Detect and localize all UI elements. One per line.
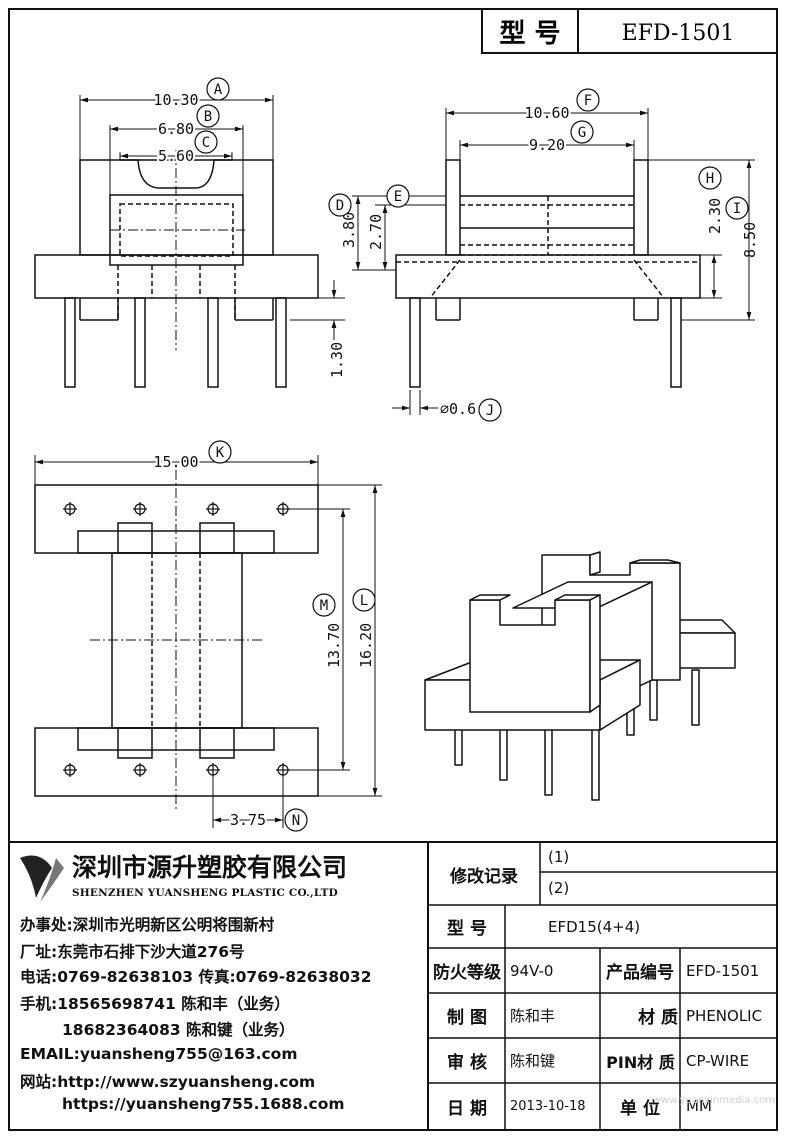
pin-hole-4	[276, 502, 290, 516]
unit-value: MM	[686, 1097, 712, 1115]
material-value: PHENOLIC	[686, 1006, 763, 1025]
balloon-G-label: G	[578, 125, 586, 141]
top-view-dimensions	[34, 455, 382, 828]
checked-by-value: 陈和键	[510, 1052, 556, 1070]
balloon-L-label: L	[360, 593, 368, 609]
balloon-D-label: D	[336, 198, 344, 214]
isometric-view	[424, 551, 736, 801]
watermark: www.yuanxinmedia.com	[652, 1094, 775, 1106]
phone-fax: 电话:0769-82638103 传真:0769-82638032	[20, 968, 372, 986]
dim-N-value: 3.75	[230, 811, 266, 829]
website-2: https://yuansheng755.1688.com	[62, 1095, 345, 1113]
balloon-I-label: I	[733, 201, 741, 217]
dim-H-value: 2.30	[706, 198, 724, 234]
title-block-grid	[9, 841, 777, 1130]
dim-F-value: 10.60	[524, 104, 569, 122]
balloon-M: M	[312, 593, 336, 617]
pin-hole-2	[133, 502, 147, 516]
top-view	[34, 470, 319, 810]
dim-A-value: 10.30	[153, 91, 198, 109]
company-name-en: SHENZHEN YUANSHENG PLASTIC CO.,LTD	[72, 887, 338, 899]
dim-E-value: 2.70	[367, 214, 385, 250]
company-logo	[20, 855, 64, 902]
type-value: EFD15(4+4)	[548, 917, 641, 936]
header-box: 型 号 EFD-1501	[481, 8, 778, 54]
balloon-E-label: E	[394, 189, 402, 205]
fire-rating-value: 94V-0	[510, 961, 554, 980]
revision-2: (2)	[548, 879, 570, 897]
pin-hole-1	[63, 502, 77, 516]
balloon-B-label: B	[204, 109, 212, 125]
date-label: 日 期	[447, 1098, 487, 1119]
pin-hole-8	[276, 763, 290, 777]
balloon-N-label: N	[292, 813, 300, 829]
header-model: EFD-1501	[622, 21, 735, 46]
balloon-M-label: M	[320, 598, 328, 614]
website-1: 网站:http://www.szyuansheng.com	[20, 1073, 316, 1091]
product-no-label: 产品编号	[606, 963, 674, 983]
balloon-J-label: J	[486, 403, 494, 419]
checked-by-label: 审 核	[447, 1053, 487, 1073]
unit-label: 单 位	[620, 1098, 660, 1119]
factory-address: 厂址:东莞市石排下沙大道276号	[20, 943, 245, 961]
pin-hole-3	[206, 502, 220, 516]
balloon-A: A	[206, 77, 230, 101]
balloon-I: I	[725, 196, 749, 220]
drawn-by-label: 制 图	[447, 1008, 487, 1028]
balloon-K: K	[208, 440, 232, 464]
dim-C-value: 5.60	[158, 147, 194, 165]
dim-G-value: 9.20	[529, 136, 565, 154]
revision-1: (1)	[548, 848, 570, 866]
dim-B-value: 6.80	[158, 120, 194, 138]
balloon-K-label: K	[216, 445, 225, 461]
balloon-H-label: H	[706, 171, 714, 187]
balloon-F-label: F	[584, 93, 592, 109]
pin-holes	[63, 502, 290, 777]
balloon-G: G	[570, 120, 594, 144]
pin-material-label: PIN材 质	[606, 1052, 675, 1072]
revision-label: 修改记录	[450, 866, 518, 887]
date-value: 2013-10-18	[510, 1098, 586, 1114]
balloon-N: N	[284, 808, 308, 832]
pin-hole-7	[206, 763, 220, 777]
header-type-label: 型 号	[499, 19, 560, 49]
reference-balloons: ABC D E FG H I J K L M N	[194, 77, 749, 832]
dim-L-value: 16.20	[357, 623, 375, 668]
dim-M-value: 13.70	[325, 623, 343, 668]
balloon-F: F	[576, 88, 600, 112]
front-view	[34, 150, 319, 388]
drawn-by-value: 陈和丰	[510, 1007, 556, 1025]
mobile-2: 18682364083 陈和键（业务）	[62, 1021, 295, 1039]
fire-rating-label: 防火等级	[433, 963, 501, 983]
front-view-dimensions	[79, 95, 345, 340]
balloon-B: B	[196, 104, 220, 128]
material-label: 材 质	[638, 1008, 678, 1028]
balloon-J: J	[478, 398, 502, 422]
pin-material-value: CP-WIRE	[686, 1051, 750, 1070]
balloon-L: L	[352, 588, 376, 612]
balloon-C: C	[194, 130, 218, 154]
balloon-A-label: A	[214, 82, 223, 98]
balloon-C-label: C	[202, 135, 210, 151]
dim-I-value: 8.50	[741, 222, 759, 258]
pin-hole-5	[63, 763, 77, 777]
product-no-value: EFD-1501	[686, 961, 760, 980]
side-view-dimensions	[352, 108, 755, 415]
company-name-cn: 深圳市源升塑胶有限公司	[72, 853, 348, 882]
side-view	[395, 159, 701, 388]
outer-frame	[8, 8, 778, 1131]
balloon-D: D	[328, 193, 352, 217]
dim-pin-length-value: 1.30	[328, 342, 346, 378]
balloon-H: H	[698, 166, 722, 190]
email: EMAIL:yuansheng755@163.com	[20, 1045, 298, 1063]
dim-J-value: ⌀0.6	[440, 400, 476, 418]
balloon-E: E	[386, 184, 410, 208]
dim-K-value: 15.00	[153, 453, 198, 471]
pin-hole-6	[133, 763, 147, 777]
type-label: 型 号	[447, 919, 487, 939]
mobile-1: 手机:18565698741 陈和丰（业务）	[20, 995, 290, 1013]
dim-D-value: 3.80	[340, 212, 358, 248]
office-address: 办事处:深圳市光明新区公明将围新村	[20, 916, 275, 934]
